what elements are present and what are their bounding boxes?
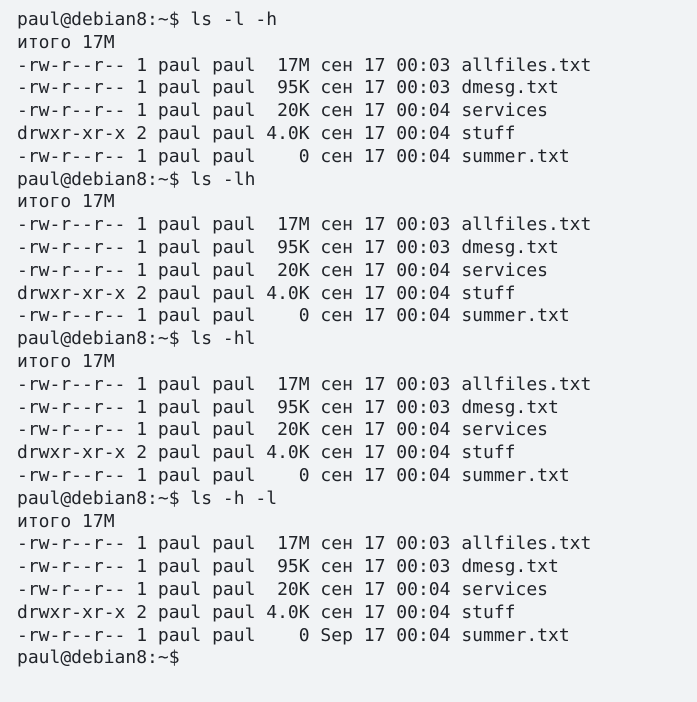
terminal-output-line: итого 17M	[17, 350, 115, 372]
terminal-prompt-line: paul@debian8:~$	[17, 647, 180, 669]
terminal-output-line: -rw-r--r-- 1 paul paul 17M сен 17 00:03 …	[17, 373, 592, 395]
terminal-output-line: -rw-r--r-- 1 paul paul 20K сен 17 00:04 …	[17, 100, 549, 122]
terminal-output-line: -rw-r--r-- 1 paul paul 0 сен 17 00:04 su…	[17, 145, 570, 167]
terminal-output-line: -rw-r--r-- 1 paul paul 0 Sep 17 00:04 su…	[17, 624, 570, 646]
terminal-output-line: -rw-r--r-- 1 paul paul 17M сен 17 00:03 …	[17, 214, 592, 236]
terminal-output-line: -rw-r--r-- 1 paul paul 17M сен 17 00:03 …	[17, 54, 592, 76]
terminal-output-line: -rw-r--r-- 1 paul paul 20K сен 17 00:04 …	[17, 578, 549, 600]
terminal-output-line: drwxr-xr-x 2 paul paul 4.0K сен 17 00:04…	[17, 442, 516, 464]
terminal-prompt-line: paul@debian8:~$ ls -h -l	[17, 487, 278, 509]
terminal-output-line: -rw-r--r-- 1 paul paul 20K сен 17 00:04 …	[17, 259, 549, 281]
terminal-output-line: -rw-r--r-- 1 paul paul 17M сен 17 00:03 …	[17, 533, 592, 555]
terminal-output-line: -rw-r--r-- 1 paul paul 95K сен 17 00:03 …	[17, 236, 559, 258]
terminal-prompt-line: paul@debian8:~$ ls -l -h	[17, 9, 278, 30]
terminal-output-line: -rw-r--r-- 1 paul paul 20K сен 17 00:04 …	[17, 419, 549, 441]
terminal-output-line: -rw-r--r-- 1 paul paul 95K сен 17 00:03 …	[17, 396, 559, 418]
terminal-output-line: -rw-r--r-- 1 paul paul 95K сен 17 00:03 …	[17, 556, 559, 578]
terminal-prompt-line: paul@debian8:~$ ls -lh	[17, 168, 256, 190]
terminal-output-line: итого 17M	[17, 31, 115, 53]
terminal-output-line: drwxr-xr-x 2 paul paul 4.0K сен 17 00:04…	[17, 601, 516, 623]
terminal-output-line: drwxr-xr-x 2 paul paul 4.0K сен 17 00:04…	[17, 282, 516, 304]
terminal-output-line: итого 17M	[17, 510, 115, 532]
terminal-output-line: -rw-r--r-- 1 paul paul 0 сен 17 00:04 su…	[17, 464, 570, 486]
terminal-output-line: -rw-r--r-- 1 paul paul 0 сен 17 00:04 su…	[17, 305, 570, 327]
terminal-output-line: drwxr-xr-x 2 paul paul 4.0K сен 17 00:04…	[17, 122, 516, 144]
terminal-output-line: -rw-r--r-- 1 paul paul 95K сен 17 00:03 …	[17, 77, 559, 99]
terminal-prompt-line: paul@debian8:~$ ls -hl	[17, 328, 256, 350]
terminal-output-line: итого 17M	[17, 191, 115, 213]
